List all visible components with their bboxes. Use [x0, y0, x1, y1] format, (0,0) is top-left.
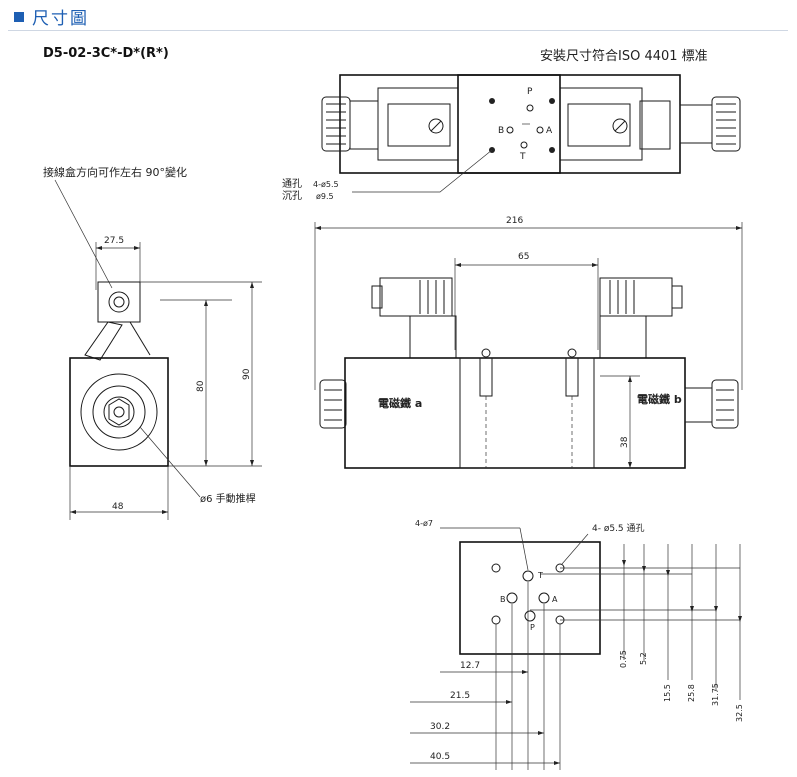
side-terminal-box [97, 281, 141, 323]
left-coil-cap [321, 96, 351, 152]
section-title: 尺寸圖 [32, 9, 89, 29]
svg-text:21.5: 21.5 [450, 691, 470, 701]
svg-text:5.2: 5.2 [639, 652, 648, 665]
svg-text:40.5: 40.5 [430, 752, 450, 762]
svg-text:216: 216 [506, 216, 523, 226]
pattern-plate [459, 541, 601, 655]
svg-text:4-ø7: 4-ø7 [415, 519, 433, 528]
left-terminal-box [379, 277, 453, 317]
svg-text:90: 90 [242, 368, 252, 380]
model-number: D5-02-3C*-D*(R*) [43, 46, 169, 61]
svg-text:T: T [519, 152, 526, 162]
header-divider [8, 30, 788, 31]
top-view: P B A T 通孔 4-ø5.5 沉孔 ø9.5 [282, 74, 741, 202]
svg-text:A: A [546, 126, 553, 136]
svg-text:25.8: 25.8 [687, 684, 696, 702]
front-view: 65 電磁鐵 a 電磁鐵 b 38 [319, 252, 739, 469]
front-right-cap [711, 379, 739, 429]
front-valve-body [344, 357, 686, 469]
svg-text:0.75: 0.75 [619, 650, 628, 668]
svg-text:通孔: 通孔 [282, 178, 302, 190]
svg-text:80: 80 [196, 380, 206, 392]
side-view: 接線盒方向可作左右 90°變化 27.5 ø6 手動推桿 80 90 [43, 165, 262, 520]
svg-text:B: B [498, 126, 504, 136]
svg-text:電磁鐵 a: 電磁鐵 a [378, 396, 422, 410]
svg-text:T: T [537, 571, 543, 580]
svg-text:沉孔: 沉孔 [282, 189, 302, 202]
svg-text:電磁鐵 b: 電磁鐵 b [637, 392, 682, 406]
svg-text:65: 65 [518, 252, 529, 262]
svg-text:12.7: 12.7 [460, 661, 480, 671]
svg-text:P: P [527, 87, 533, 97]
svg-text:48: 48 [112, 502, 124, 512]
svg-text:4-ø5.5: 4-ø5.5 [313, 180, 339, 189]
front-left-cap [319, 379, 347, 429]
right-coil-cap [711, 96, 741, 152]
svg-text:30.2: 30.2 [430, 722, 450, 732]
svg-text:4- ø5.5 通孔: 4- ø5.5 通孔 [592, 523, 645, 534]
svg-text:A: A [552, 595, 558, 604]
section-header: 尺寸圖 [14, 4, 89, 29]
side-valve-body [69, 357, 169, 467]
svg-text:32.5: 32.5 [735, 704, 744, 722]
section-marker-icon [14, 11, 24, 22]
overall-dimension: 216 [314, 216, 743, 390]
svg-text:接線盒方向可作左右 90°變化: 接線盒方向可作左右 90°變化 [43, 165, 187, 179]
svg-text:38: 38 [620, 436, 630, 448]
mounting-pattern: T B A P 4-ø7 4- ø5.5 通孔 0.75 5.2 15.5 25… [410, 519, 744, 770]
standard-note: 安裝尺寸符合ISO 4401 標准 [540, 49, 708, 64]
svg-text:ø6 手動推桿: ø6 手動推桿 [200, 492, 256, 505]
svg-text:B: B [500, 595, 506, 604]
right-terminal-box [599, 277, 673, 317]
top-valve-body [339, 74, 681, 174]
top-center-block [457, 74, 561, 174]
svg-text:15.5: 15.5 [663, 684, 672, 702]
svg-text:31.75: 31.75 [711, 683, 720, 706]
svg-text:ø9.5: ø9.5 [316, 192, 334, 201]
svg-text:P: P [530, 623, 535, 632]
svg-text:27.5: 27.5 [104, 236, 124, 246]
